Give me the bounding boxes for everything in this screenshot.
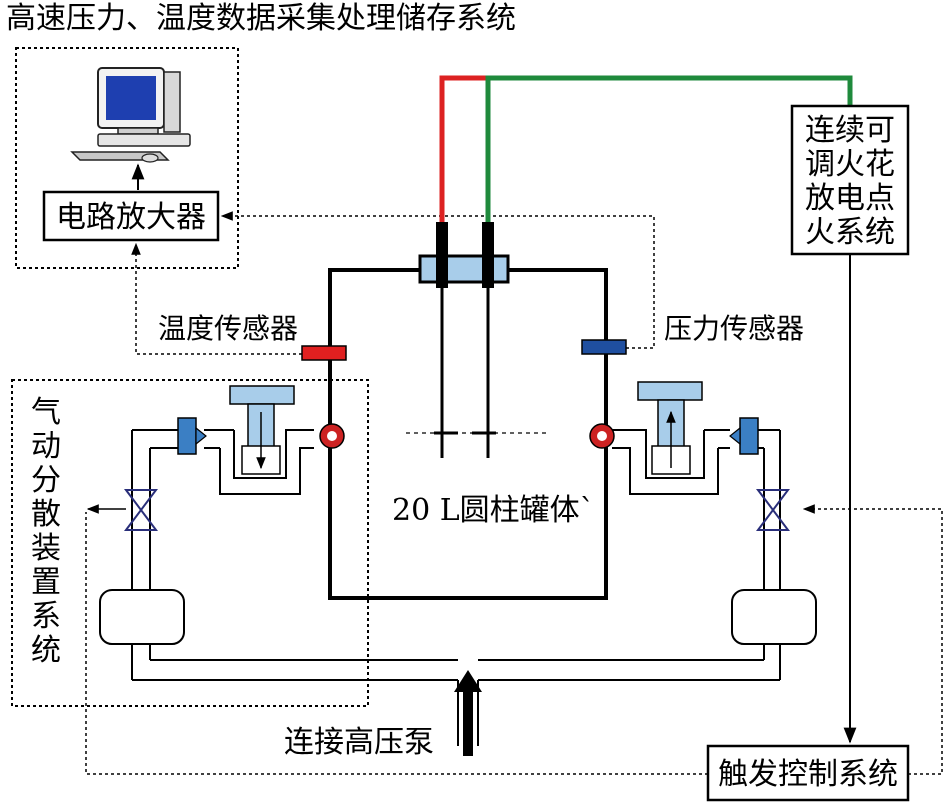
computer-icon: [70, 67, 191, 163]
temperature-sensor: [301, 345, 347, 361]
system-title: 高速压力、温度数据采集处理储存系统: [6, 1, 516, 36]
negative-wire: [485, 75, 853, 228]
left-piston-icon: [229, 385, 295, 475]
dispersion-label-3: 分: [31, 463, 61, 498]
right-ball-valve-icon: [756, 489, 790, 531]
dispersion-label-6: 置: [31, 565, 61, 600]
pressure-sensor: [581, 339, 627, 355]
dispersion-label-8: 统: [31, 633, 61, 668]
dispersion-frame: [11, 379, 369, 707]
trigger-system-label: 触发控制系统: [718, 757, 898, 792]
amplifier-label: 电路放大器: [56, 200, 206, 235]
right-gas-tank: [731, 589, 817, 645]
dispersion-label-4: 散: [31, 497, 61, 532]
left-ball-valve-icon: [124, 489, 158, 531]
right-piping: [478, 429, 781, 681]
vessel-label: 20 L圆柱罐体`: [392, 493, 595, 528]
dispersion-label-5: 装: [31, 531, 61, 566]
dispersion-label-2: 动: [31, 429, 61, 464]
ignition-label-3: 放电点: [805, 181, 895, 216]
left-solenoid-valve-icon: [177, 417, 207, 455]
right-solenoid-valve-icon: [729, 417, 759, 455]
amplifier-box: [42, 190, 220, 242]
ignition-label-4: 火系统: [805, 215, 895, 250]
temperature-sensor-label: 温度传感器: [158, 312, 298, 345]
left-piping: [131, 429, 458, 681]
acquisition-frame: [15, 47, 239, 269]
left-gas-tank: [99, 589, 185, 645]
dispersion-label-1: 气: [31, 395, 61, 430]
arrow-up-icon: [454, 670, 482, 756]
dispersion-label-7: 系: [31, 599, 61, 634]
positive-wire: [439, 75, 486, 228]
right-rebound-nozzle-icon: [589, 423, 615, 449]
right-piston-icon: [637, 381, 703, 475]
ignition-label-2: 调火花: [805, 147, 895, 182]
pressure-sensor-label: 压力传感器: [664, 312, 804, 345]
ignition-label-1: 连续可: [805, 113, 895, 148]
electrode-rods: [406, 222, 548, 458]
left-rebound-nozzle-icon: [319, 423, 345, 449]
vessel-body: [328, 268, 608, 600]
vessel-cap: [418, 254, 510, 284]
pump-label: 连接高压泵: [284, 725, 434, 760]
trigger-system-box: [706, 744, 910, 802]
